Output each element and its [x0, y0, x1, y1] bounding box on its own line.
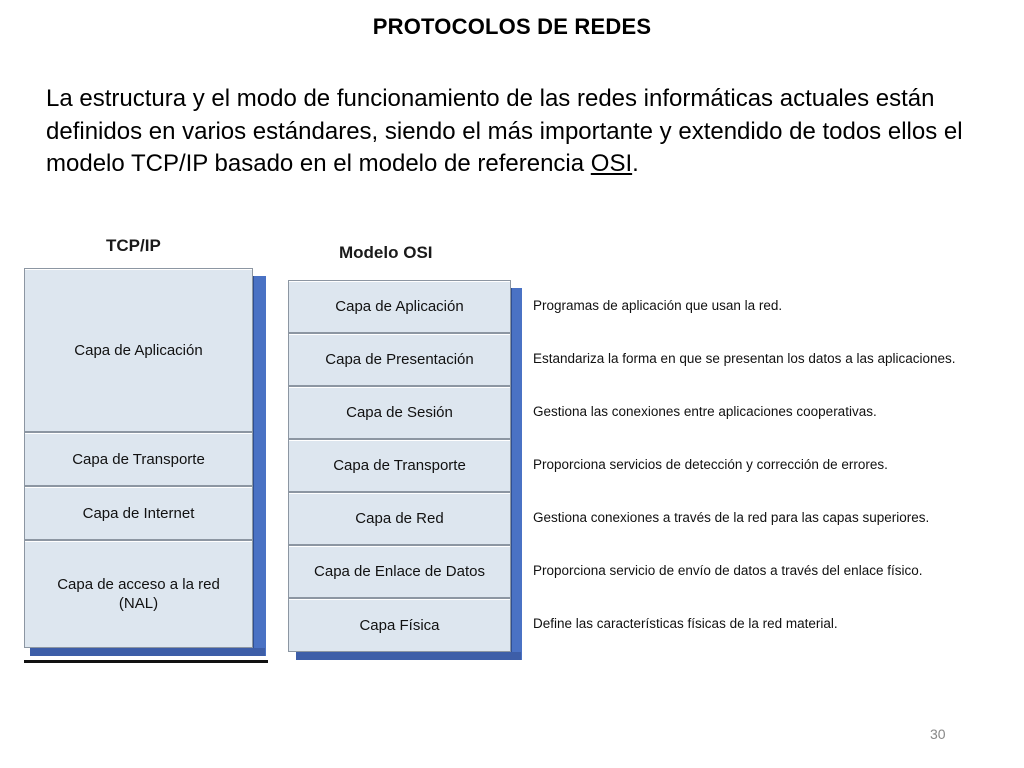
intro-paragraph: La estructura y el modo de funcionamient… [46, 83, 991, 181]
tcpip-base-line [24, 660, 268, 663]
tcpip-heading: TCP/IP [106, 236, 161, 255]
tcpip-stack-bottom [30, 648, 265, 656]
tcpip-layer-application: Capa de Aplicación [24, 268, 253, 432]
tcpip-layer-internet: Capa de Internet [24, 486, 253, 540]
osi-layer-session: Capa de Sesión [288, 386, 511, 439]
osi-layer-transport: Capa de Transporte [288, 439, 511, 492]
page-number: 30 [930, 726, 946, 742]
tcpip-layer-transport: Capa de Transporte [24, 432, 253, 486]
osi-desc-data-link: Proporciona servicio de envío de datos a… [533, 563, 923, 578]
osi-layer-data-link: Capa de Enlace de Datos [288, 545, 511, 598]
tcpip-layer-network-access: Capa de acceso a la red (NAL) [24, 540, 253, 648]
osi-desc-transport: Proporciona servicios de detección y cor… [533, 457, 888, 472]
osi-stack-bottom [296, 652, 521, 660]
osi-heading: Modelo OSI [339, 243, 433, 262]
osi-link[interactable]: OSI [590, 150, 633, 177]
osi-desc-presentation: Estandariza la forma en que se presentan… [533, 351, 956, 366]
slide-title: PROTOCOLOS DE REDES [372, 14, 652, 39]
osi-stack-side [511, 288, 522, 660]
intro-text-end: . [632, 150, 639, 177]
osi-layer-physical: Capa Física [288, 598, 511, 652]
osi-layer-presentation: Capa de Presentación [288, 333, 511, 386]
osi-layer-network: Capa de Red [288, 492, 511, 545]
osi-layer-application: Capa de Aplicación [288, 280, 511, 333]
osi-desc-application: Programas de aplicación que usan la red. [533, 298, 783, 313]
intro-text: La estructura y el modo de funcionamient… [46, 85, 963, 177]
tcpip-stack-side [253, 276, 266, 656]
osi-desc-session: Gestiona las conexiones entre aplicacion… [533, 404, 877, 419]
osi-desc-physical: Define las características físicas de la… [533, 616, 838, 631]
osi-desc-network: Gestiona conexiones a través de la red p… [533, 510, 930, 525]
